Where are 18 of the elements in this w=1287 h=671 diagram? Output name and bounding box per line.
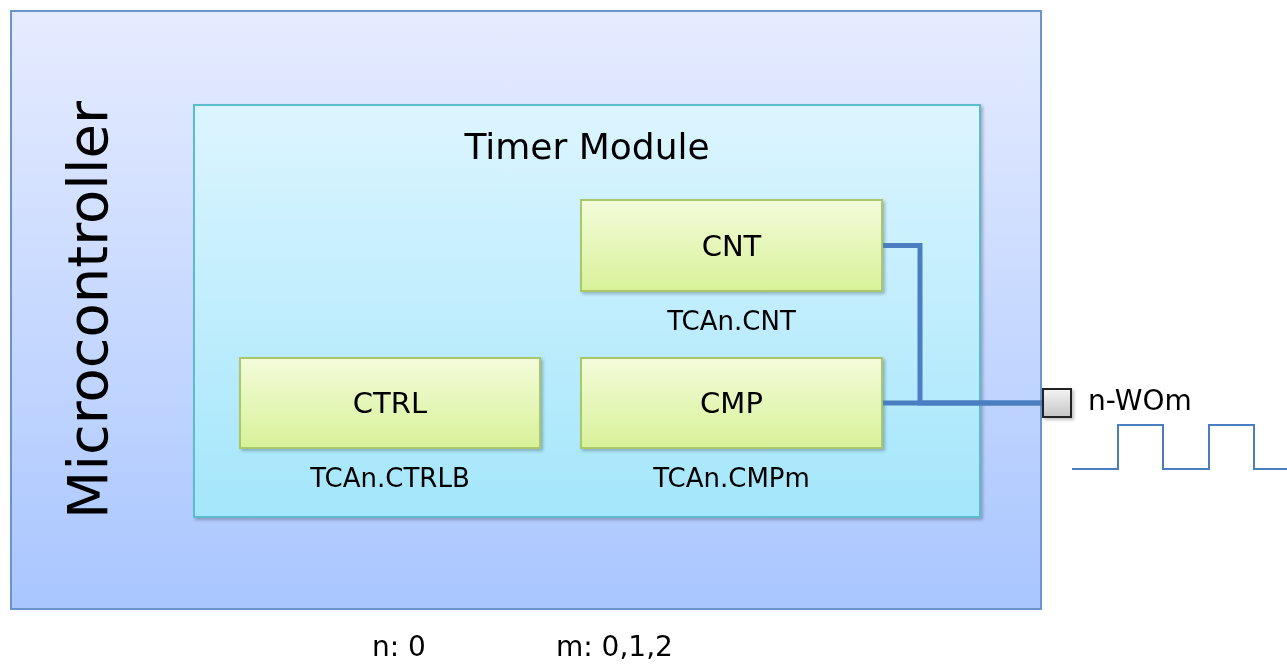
- note-text: n: 0: [372, 630, 426, 663]
- register-name: CTRL: [352, 386, 428, 420]
- signal-line: [883, 400, 1042, 406]
- register-name: CMP: [700, 386, 763, 420]
- register-name: CNT: [701, 228, 762, 263]
- vertical-title: Microcontroller: [54, 101, 120, 519]
- module-panel: [193, 104, 981, 518]
- register-box: [580, 199, 883, 292]
- microcontroller-panel: [10, 10, 1042, 610]
- register-box: [239, 357, 541, 449]
- register-caption: TCAn.CTRLB: [310, 463, 470, 493]
- pin-square: [1042, 388, 1072, 418]
- register-caption: TCAn.CNT: [667, 306, 796, 336]
- pin-label: n-WOm: [1088, 384, 1192, 417]
- register-box: [580, 357, 883, 449]
- module-title: Timer Module: [464, 126, 710, 167]
- note-text: m: 0,1,2: [556, 630, 673, 663]
- register-caption: TCAn.CMPm: [653, 463, 810, 493]
